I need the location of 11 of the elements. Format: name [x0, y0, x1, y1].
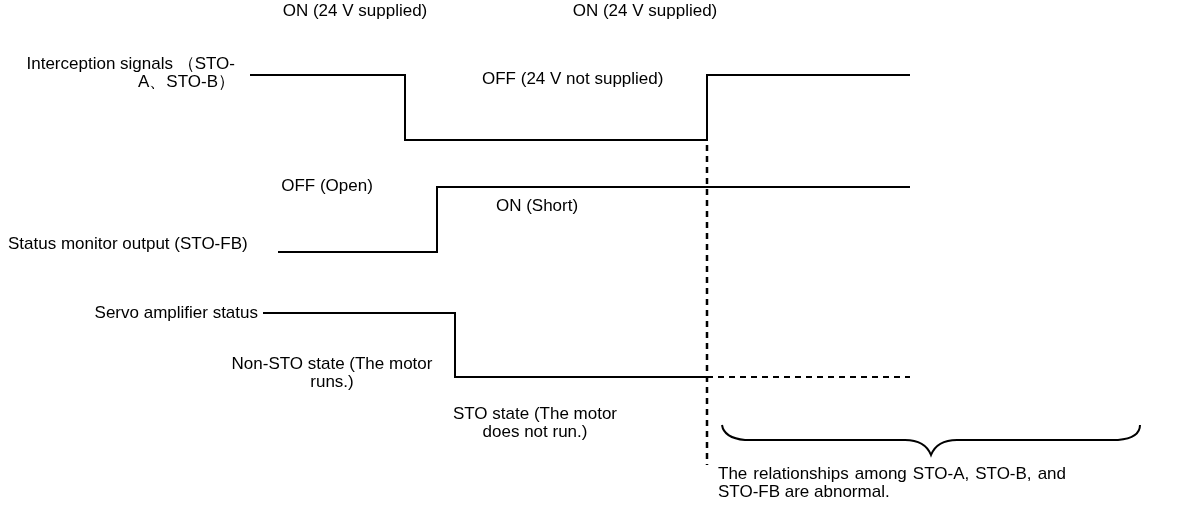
state-label: STO state (The motor does not run.) [451, 405, 619, 441]
state-label: Non-STO state (The motor runs.) [230, 355, 434, 391]
state-label: ON (Short) [494, 197, 580, 215]
state-label: ON (24 V supplied) [571, 2, 719, 20]
signal-name: Servo amplifier status [93, 304, 258, 322]
note-text: The relationships among STO-A, STO-B, and STO-FB are abnormal. [718, 465, 1066, 501]
state-label: OFF (Open) [280, 177, 374, 195]
signal-name: Status monitor output (STO-FB) [8, 235, 249, 253]
signal-name: Interception signals （STO-A、STO-B） [25, 55, 235, 91]
state-label: ON (24 V supplied) [281, 2, 429, 20]
state-label: OFF (24 V not supplied) [482, 70, 665, 88]
